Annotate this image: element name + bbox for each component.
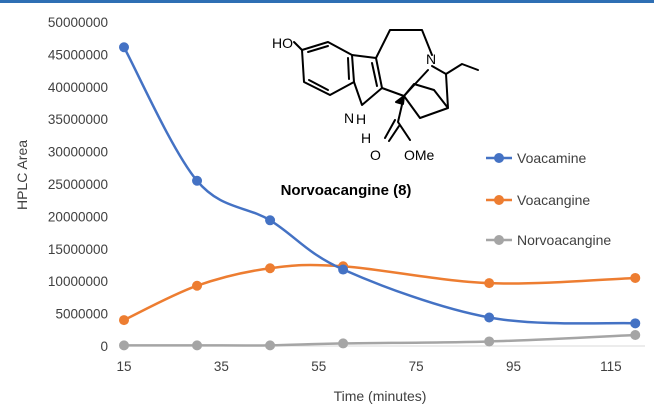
x-tick-label: 95 xyxy=(506,359,521,374)
y-tick-label: 50000000 xyxy=(48,15,108,30)
data-point-voacamine xyxy=(119,42,129,53)
x-axis-ticks: 15 35 55 75 95 115 xyxy=(116,359,621,374)
x-axis-title: Time (minutes) xyxy=(334,388,427,404)
y-axis-ticks: 0 5000000 10000000 15000000 20000000 25000000… xyxy=(48,15,108,354)
norvoacangine-structure xyxy=(293,29,479,142)
benzene-double-bonds xyxy=(307,45,350,91)
y-tick-label: 40000000 xyxy=(48,80,108,95)
data-point-voacamine xyxy=(630,318,641,329)
x-tick-label: 55 xyxy=(311,359,326,374)
data-point-voacangine xyxy=(630,272,641,283)
y-tick-label: 0 xyxy=(100,339,108,354)
data-point-norvoacangine xyxy=(630,329,641,340)
x-tick-label: 75 xyxy=(409,359,424,374)
hydroxyl-bond xyxy=(293,41,303,51)
legend-marker-norvoacangine xyxy=(494,235,504,245)
series-line-voacamine xyxy=(122,46,636,325)
nh-h-label: H xyxy=(356,111,366,127)
y-tick-label: 25000000 xyxy=(48,177,108,192)
ethyl-group xyxy=(445,63,479,75)
y-tick-label: 45000000 xyxy=(48,47,108,62)
data-point-voacamine xyxy=(338,264,349,275)
benzene-ring xyxy=(301,41,355,96)
o-label: O xyxy=(370,147,381,163)
wedge-bond xyxy=(395,95,405,105)
bridge-bonds xyxy=(403,65,449,119)
legend-label-voacamine: Voacamine xyxy=(517,150,586,166)
data-point-norvoacangine xyxy=(484,336,495,347)
data-point-norvoacangine xyxy=(192,340,203,351)
data-point-voacangine xyxy=(484,278,495,289)
legend-marker-voacamine xyxy=(494,153,504,163)
legend-label-voacangine: Voacangine xyxy=(517,192,590,208)
y-tick-label: 15000000 xyxy=(48,242,108,257)
compound-name: Norvoacangine (8) xyxy=(281,182,412,199)
data-point-voacamine xyxy=(192,175,203,186)
ho-label: HO xyxy=(272,35,293,51)
n-label: N xyxy=(426,51,436,67)
legend-label-norvoacangine: Norvoacangine xyxy=(517,232,611,248)
y-tick-label: 5000000 xyxy=(55,307,108,322)
data-point-voacangine xyxy=(119,315,129,326)
y-tick-label: 30000000 xyxy=(48,145,108,160)
nh-n-label: N xyxy=(344,110,354,126)
x-tick-label: 35 xyxy=(214,359,229,374)
y-tick-label: 20000000 xyxy=(48,209,108,224)
pyrrole-double-bond xyxy=(371,62,378,87)
data-point-norvoacangine xyxy=(265,340,276,351)
series-line-voacangine xyxy=(123,263,636,322)
data-point-norvoacangine xyxy=(338,338,349,349)
data-point-voacamine xyxy=(265,215,276,226)
y-tick-label: 10000000 xyxy=(48,274,108,289)
series-layer xyxy=(119,42,641,351)
h-label: H xyxy=(361,130,371,146)
structure-labels: HO N N H H O OMe Norvoacangine (8) xyxy=(272,35,436,199)
top-border xyxy=(0,0,654,3)
x-tick-label: 115 xyxy=(600,359,622,374)
data-point-voacangine xyxy=(192,280,203,291)
data-point-voacamine xyxy=(484,312,495,323)
legend-marker-voacangine xyxy=(494,195,504,205)
pyrrole-ring xyxy=(351,54,383,106)
y-tick-label: 35000000 xyxy=(48,112,108,127)
y-axis-title: HPLC Area xyxy=(14,140,30,210)
data-point-voacangine xyxy=(265,263,276,274)
x-tick-label: 15 xyxy=(116,359,131,374)
ome-label: OMe xyxy=(404,147,435,163)
data-point-norvoacangine xyxy=(119,340,129,351)
